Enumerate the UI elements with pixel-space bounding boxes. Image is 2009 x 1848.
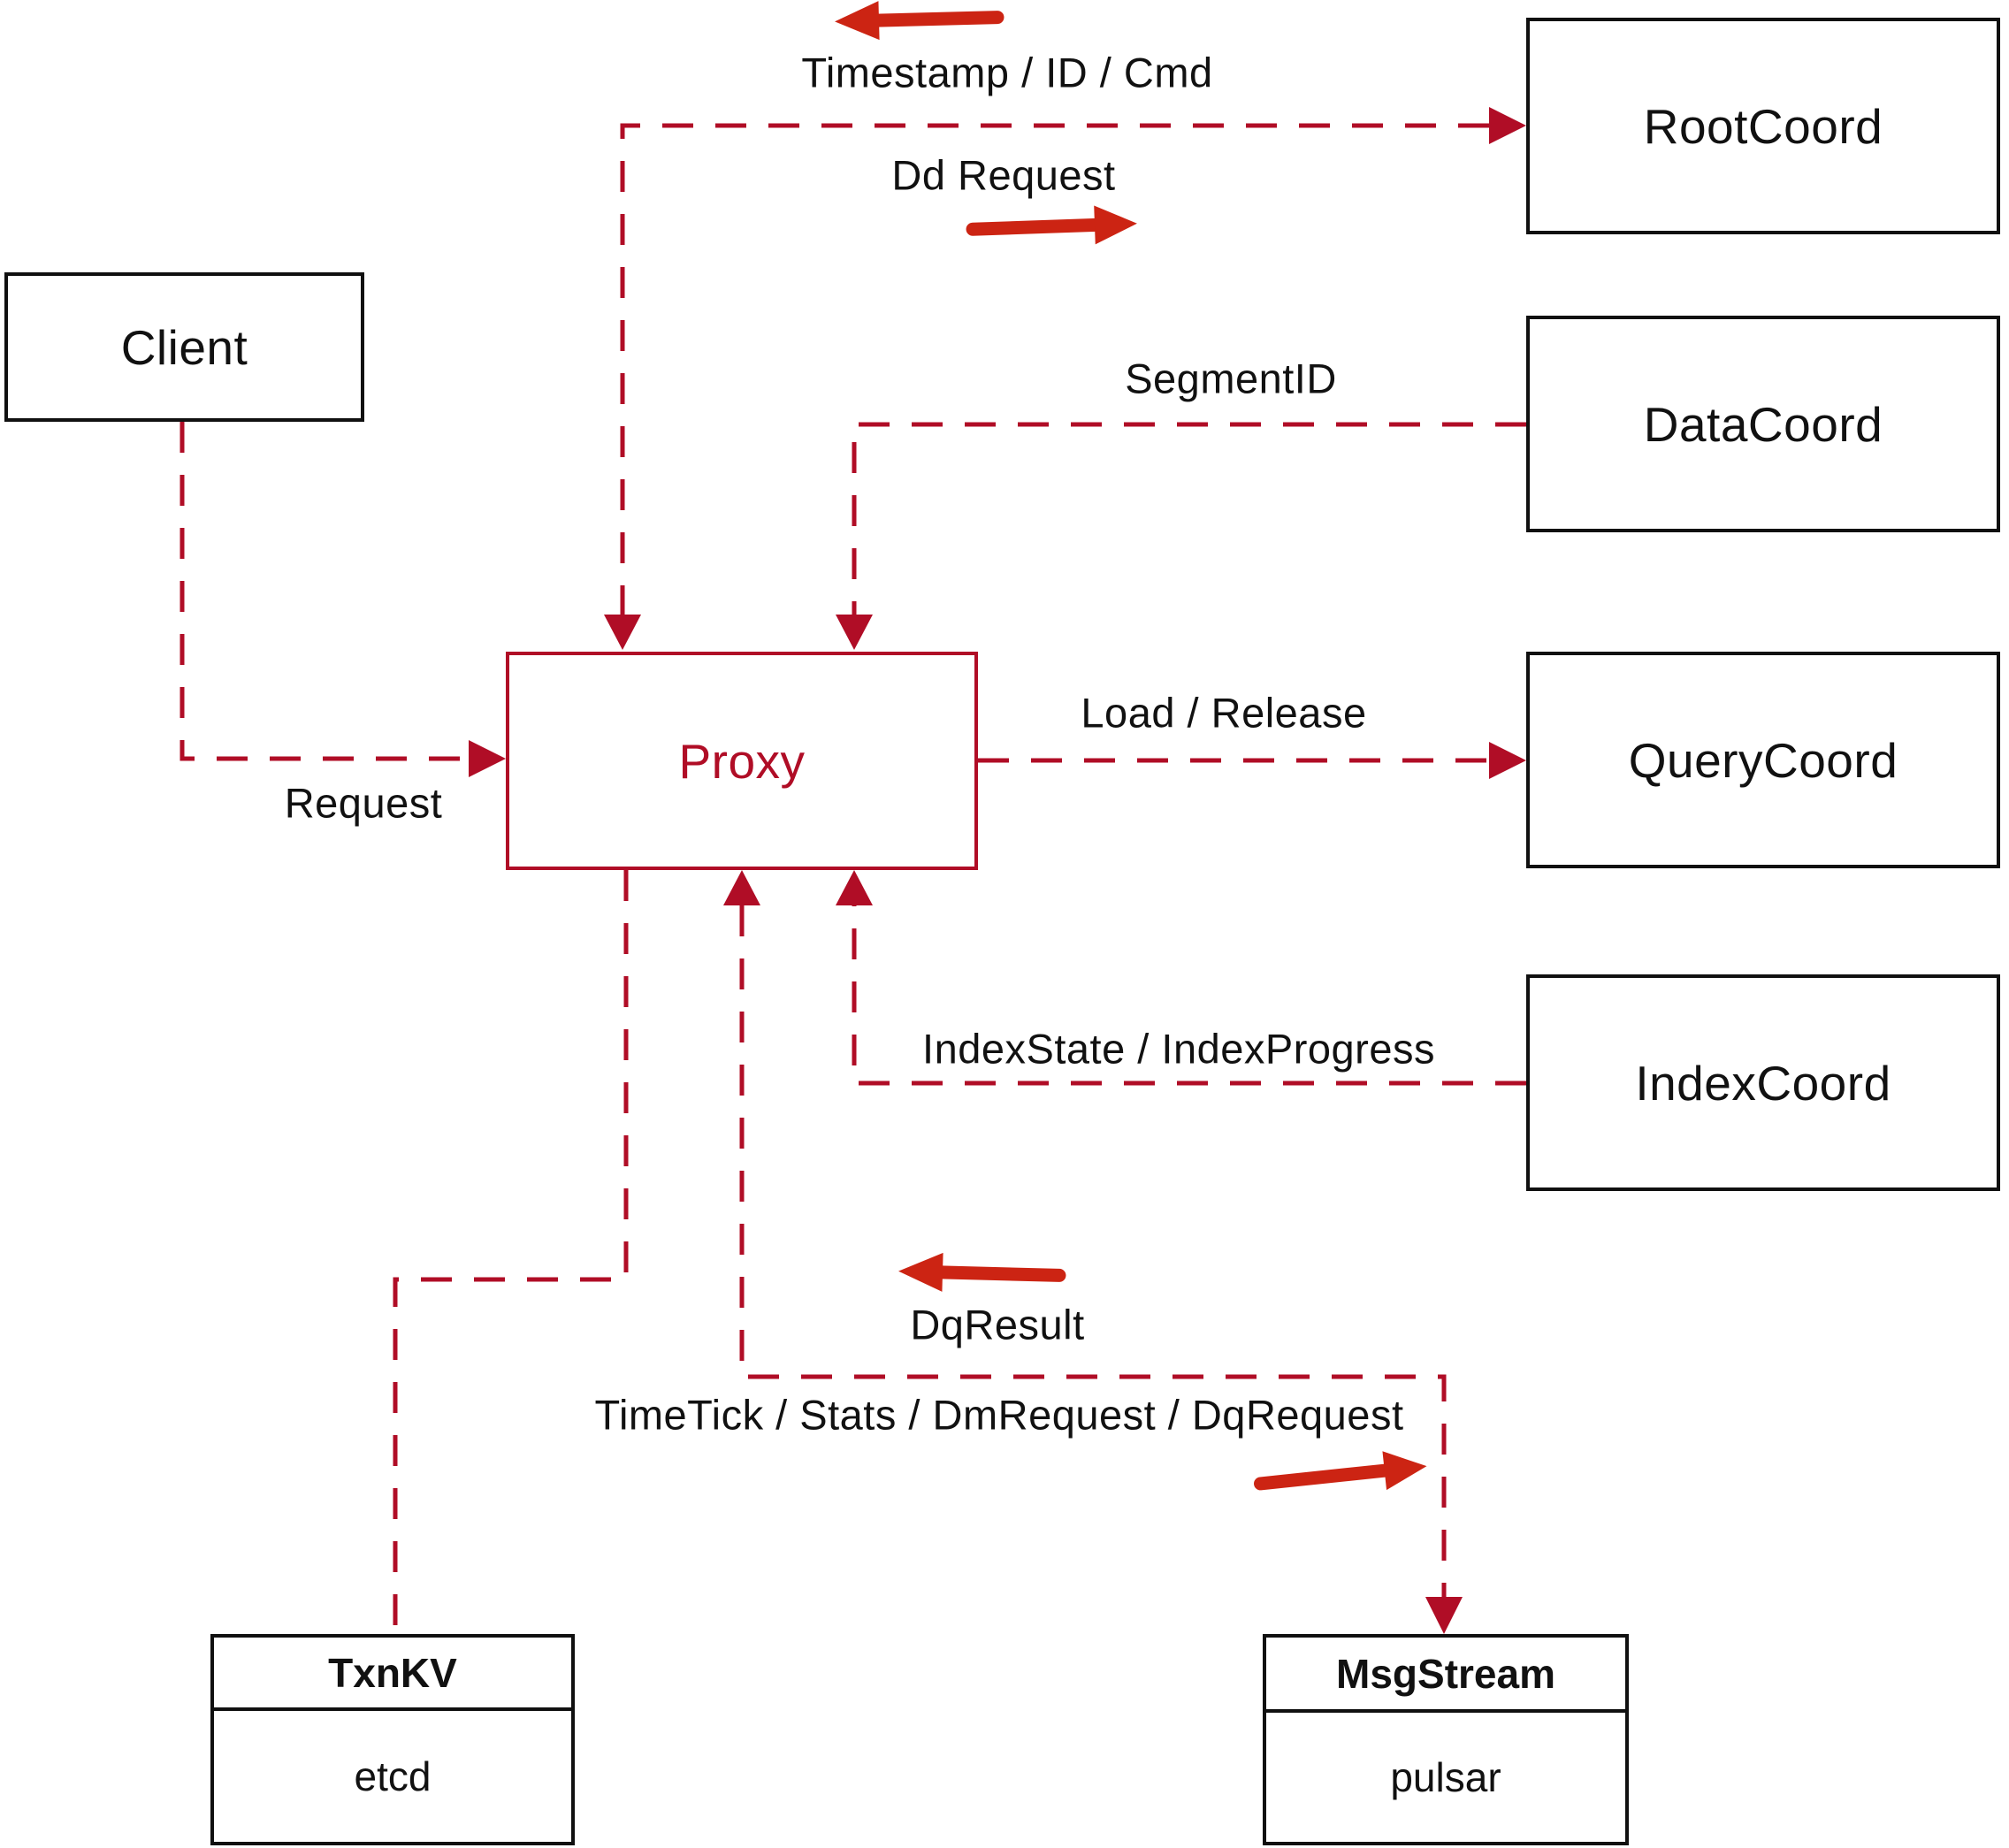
arrowhead-into-proxy-top-rootcoord-icon bbox=[604, 615, 641, 650]
arrowhead-into-rootcoord-icon bbox=[1489, 107, 1526, 144]
node-txnkv-title: TxnKV bbox=[214, 1638, 571, 1711]
node-msgstream: MsgStream pulsar bbox=[1263, 1634, 1629, 1845]
arrowhead-into-msgstream-icon bbox=[1425, 1597, 1463, 1634]
proxy-msgstream-connector bbox=[739, 905, 1447, 1597]
arrowhead-into-proxy-bottom-indexcoord-icon bbox=[836, 870, 873, 905]
proxy-txnkv-connector bbox=[393, 870, 629, 1634]
node-indexcoord: IndexCoord bbox=[1526, 974, 2000, 1191]
indexcoord-proxy-connector bbox=[852, 905, 1526, 1086]
edge-label-timetick: TimeTick / Stats / DmRequest / DqRequest bbox=[594, 1391, 1404, 1439]
right-arrow-timetick-icon bbox=[1254, 1451, 1427, 1491]
node-msgstream-title: MsgStream bbox=[1266, 1638, 1625, 1713]
node-rootcoord-label: RootCoord bbox=[1643, 98, 1883, 154]
edge-label-index-state: IndexState / IndexProgress bbox=[922, 1025, 1435, 1073]
node-proxy: Proxy bbox=[506, 652, 978, 870]
edge-label-segment-id: SegmentID bbox=[1125, 355, 1337, 402]
datacoord-proxy-connector bbox=[852, 422, 1526, 616]
node-querycoord: QueryCoord bbox=[1526, 652, 2000, 868]
node-txnkv: TxnKV etcd bbox=[210, 1634, 575, 1845]
node-client-label: Client bbox=[120, 319, 248, 375]
node-msgstream-body: pulsar bbox=[1390, 1754, 1501, 1800]
edge-label-request: Request bbox=[284, 779, 443, 827]
arrowhead-into-proxy-bottom-msgstream-icon bbox=[723, 870, 760, 905]
arrowhead-into-querycoord-icon bbox=[1489, 742, 1526, 779]
edge-label-load-release: Load / Release bbox=[1081, 689, 1367, 737]
node-datacoord: DataCoord bbox=[1526, 316, 2000, 532]
edge-label-dd-request: Dd Request bbox=[891, 151, 1116, 199]
node-proxy-label: Proxy bbox=[678, 733, 806, 789]
node-querycoord-label: QueryCoord bbox=[1628, 732, 1898, 788]
left-arrow-dq-result-icon bbox=[898, 1252, 1066, 1292]
node-datacoord-label: DataCoord bbox=[1643, 396, 1883, 452]
edge-label-dq-result: DqResult bbox=[910, 1301, 1085, 1348]
right-arrow-dd-request-icon bbox=[966, 205, 1137, 245]
node-rootcoord: RootCoord bbox=[1526, 18, 2000, 234]
edge-label-timestamp-id-cmd: Timestamp / ID / Cmd bbox=[801, 49, 1213, 96]
arrowhead-into-proxy-top-segmentid-icon bbox=[836, 615, 873, 650]
node-indexcoord-label: IndexCoord bbox=[1635, 1055, 1891, 1111]
left-arrow-timestamp-icon bbox=[835, 1, 1004, 41]
client-proxy-connector bbox=[180, 422, 467, 761]
node-client: Client bbox=[4, 272, 364, 422]
node-txnkv-body: etcd bbox=[354, 1753, 432, 1799]
arrowhead-into-proxy-left-icon bbox=[469, 740, 506, 777]
proxy-rootcoord-connector bbox=[620, 123, 1489, 616]
